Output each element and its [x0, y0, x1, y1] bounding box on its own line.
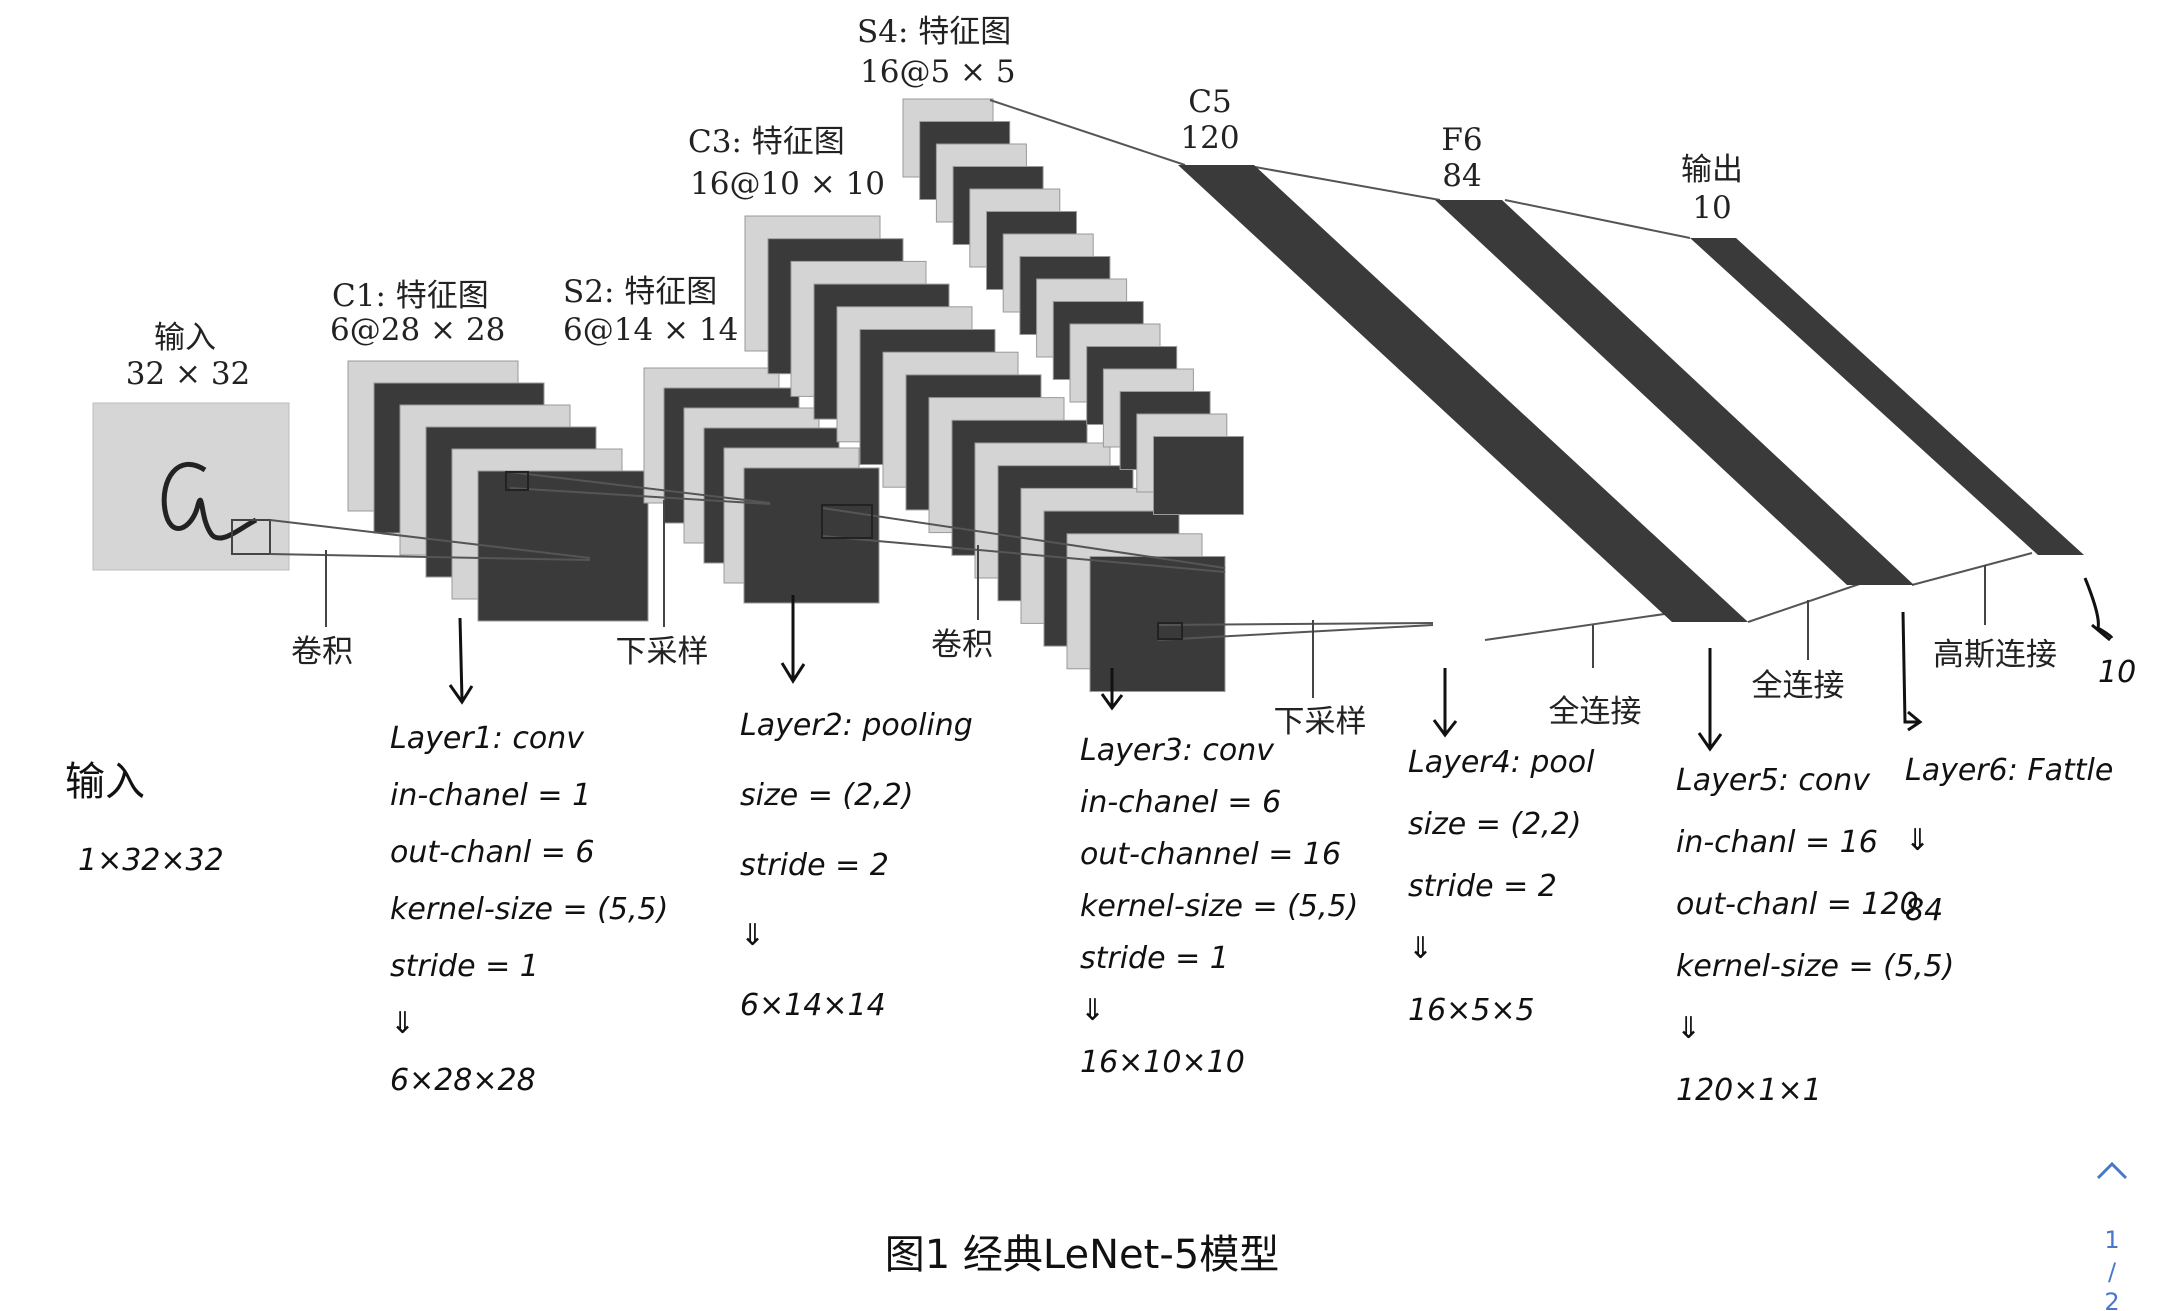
note-layer5-line-6: 120×1×1	[1676, 1073, 1822, 1108]
note-layer2-line-4: ⇓	[740, 918, 765, 953]
note-layer5-line-4: kernel-size = (5,5)	[1676, 949, 1954, 984]
note-layer3-line-6: ⇓	[1080, 993, 1105, 1028]
op-gaussian: 高斯连接	[1933, 637, 2057, 673]
note-layer1: Layer1: conv in-chanel = 1 out-chanl = 6 ke…	[390, 721, 668, 1098]
note-layer4: Layer4: pool size = (2,2) stride = 2 ⇓ 16×5×…	[1408, 745, 1595, 1028]
label-s4-size: 16@5 × 5	[860, 54, 1016, 90]
note-layer4-line-1: Layer4: pool	[1408, 745, 1595, 780]
note-layer2-line-1: Layer2: pooling	[740, 708, 973, 743]
op-fc-1: 全连接	[1549, 694, 1642, 730]
note-layer6-line-2: ⇓	[1905, 823, 1930, 858]
note-layer1-line-2: in-chanel = 1	[390, 778, 591, 813]
fc-bars	[1178, 165, 2084, 622]
note-layer5-line-5: ⇓	[1676, 1011, 1701, 1046]
note-layer5-line-3: out-chanl = 120	[1676, 887, 1919, 922]
label-s2-size: 6@14 × 14	[563, 312, 738, 348]
page-separator: /	[2108, 1258, 2117, 1286]
op-conv-1: 卷积	[291, 634, 353, 670]
note-layer1-line-5: stride = 1	[390, 949, 539, 984]
note-layer3-line-1: Layer3: conv	[1080, 733, 1275, 768]
note-layer5-line-2: in-chanl = 16	[1676, 825, 1878, 860]
label-c1-size: 6@28 × 28	[330, 312, 505, 348]
note-input-title: 输入	[65, 759, 145, 805]
note-output-value: 10	[2098, 655, 2136, 690]
note-layer3: Layer3: conv in-chanel = 6 out-channel = 1…	[1080, 733, 1358, 1080]
page-total: 2	[2104, 1288, 2119, 1311]
note-layer4-line-4: ⇓	[1408, 931, 1433, 966]
note-layer1-line-1: Layer1: conv	[390, 721, 585, 756]
note-layer3-line-2: in-chanel = 6	[1080, 785, 1281, 820]
note-input-dims: 1×32×32	[78, 843, 224, 878]
label-c5-name: C5	[1188, 84, 1231, 120]
note-layer1-line-4: kernel-size = (5,5)	[390, 892, 668, 927]
op-ticks	[325, 500, 1986, 698]
c1-map-6	[477, 470, 649, 622]
note-layer1-line-6: ⇓	[390, 1006, 415, 1041]
figure-caption: 图1 经典LeNet-5模型	[885, 1232, 1279, 1278]
op-subsample-2: 下采样	[1274, 704, 1367, 740]
note-layer3-line-3: out-channel = 16	[1080, 837, 1341, 872]
label-c1-name: C1: 特征图	[332, 278, 489, 314]
note-layer4-line-2: size = (2,2)	[1408, 807, 1582, 842]
note-layer2-line-3: stride = 2	[740, 848, 889, 883]
page-navigator: 1 / 2	[2096, 1161, 2128, 1311]
label-s4-name: S4: 特征图	[857, 14, 1011, 50]
note-layer2-line-5: 6×14×14	[740, 988, 886, 1023]
note-layer5-line-1: Layer5: conv	[1676, 763, 1871, 798]
kernel-boxes	[505, 471, 1183, 640]
page-up-icon[interactable]	[2096, 1161, 2128, 1180]
label-output-size: 10	[1692, 190, 1731, 226]
input-image	[92, 402, 290, 571]
page-current: 1	[2104, 1226, 2119, 1254]
label-c3-size: 16@10 × 10	[690, 166, 885, 202]
s2-map-6	[743, 467, 880, 604]
note-layer6-line-3: 84	[1905, 893, 1943, 928]
note-layer3-line-4: kernel-size = (5,5)	[1080, 889, 1358, 924]
connector-lines	[269, 99, 2033, 641]
note-layer4-line-5: 16×5×5	[1408, 993, 1535, 1028]
s4-map-16	[1153, 436, 1244, 515]
label-input-size: 32 × 32	[126, 356, 251, 392]
label-f6-name: F6	[1441, 122, 1482, 158]
note-layer6: Layer6: Fattle ⇓ 84	[1905, 753, 2113, 928]
note-layer2-line-2: size = (2,2)	[740, 778, 914, 813]
hand-arrows	[448, 577, 2114, 752]
op-fc-2: 全连接	[1752, 668, 1845, 704]
operation-labels: 卷积 下采样 卷积 下采样 全连接 全连接 高斯连接	[291, 627, 2057, 740]
note-layer3-line-7: 16×10×10	[1080, 1045, 1245, 1080]
label-c3-name: C3: 特征图	[688, 124, 845, 160]
label-f6-size: 84	[1442, 158, 1481, 194]
note-layer6-line-1: Layer6: Fattle	[1905, 753, 2113, 788]
note-layer5: Layer5: conv in-chanl = 16 out-chanl = 120…	[1676, 763, 1954, 1108]
layer-labels: 输入 32 × 32 C1: 特征图 6@28 × 28 S2: 特征图 6@1…	[126, 14, 1743, 392]
label-s2-name: S2: 特征图	[563, 274, 717, 310]
handwritten-notes: 输入 1×32×32 10	[65, 655, 2136, 878]
label-input-name: 输入	[154, 320, 216, 356]
label-output-name: 输出	[1681, 152, 1743, 188]
note-layer1-line-3: out-chanl = 6	[390, 835, 595, 870]
label-c5-size: 120	[1180, 120, 1239, 156]
note-layer3-line-5: stride = 1	[1080, 941, 1229, 976]
note-layer4-line-3: stride = 2	[1408, 869, 1557, 904]
note-layer1-line-7: 6×28×28	[390, 1063, 536, 1098]
note-layer2: Layer2: pooling size = (2,2) stride = 2 ⇓ 6×…	[740, 708, 973, 1023]
op-subsample-1: 下采样	[616, 634, 709, 670]
op-conv-2: 卷积	[931, 627, 993, 663]
